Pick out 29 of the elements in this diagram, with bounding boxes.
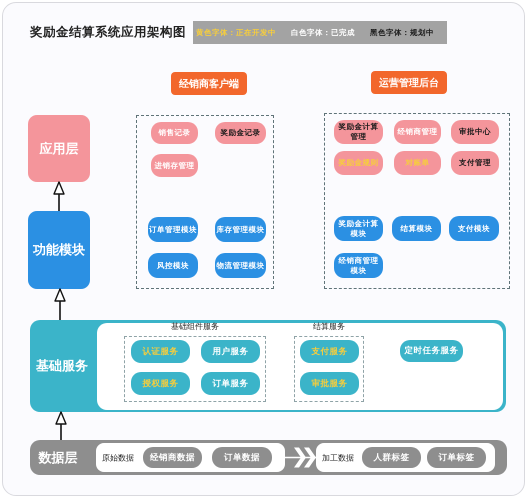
service-box: 定时任务服务	[400, 340, 463, 362]
service-box: 支付服务	[300, 340, 359, 363]
hollow-arrow	[54, 288, 66, 320]
data-box: 人群标签	[362, 447, 421, 468]
data-box: 订单标签	[427, 447, 486, 468]
panel-label: 加工数据	[322, 452, 354, 463]
hollow-arrow	[55, 411, 67, 440]
service-box: 授权服务	[131, 372, 190, 395]
layer-band	[30, 320, 506, 412]
section-header: 运营管理后台	[371, 71, 447, 94]
layer-box: 应用层	[28, 115, 90, 182]
section-header: 经销商客户端	[171, 72, 247, 95]
layer-box: 功能模块	[28, 211, 90, 289]
service-box: 用户服务	[201, 340, 260, 363]
diagram-title: 奖励金结算系统应用架构图	[30, 24, 186, 41]
data-panel	[316, 443, 495, 472]
service-box: 认证服务	[131, 340, 190, 363]
layer-label: 基础服务	[36, 358, 88, 375]
group-heading: 结算服务	[313, 321, 345, 332]
layer-label: 数据层	[38, 450, 78, 466]
data-box: 订单数据	[212, 447, 272, 468]
layer-band	[30, 440, 507, 475]
service-box: 订单服务	[201, 372, 260, 395]
hollow-arrow	[53, 181, 65, 211]
data-panel	[96, 443, 285, 472]
service-box: 审批服务	[300, 372, 359, 395]
data-box: 经销商数据	[143, 447, 202, 468]
group-heading: 基础组件服务	[171, 321, 219, 332]
panel-label: 原始数据	[102, 452, 134, 463]
